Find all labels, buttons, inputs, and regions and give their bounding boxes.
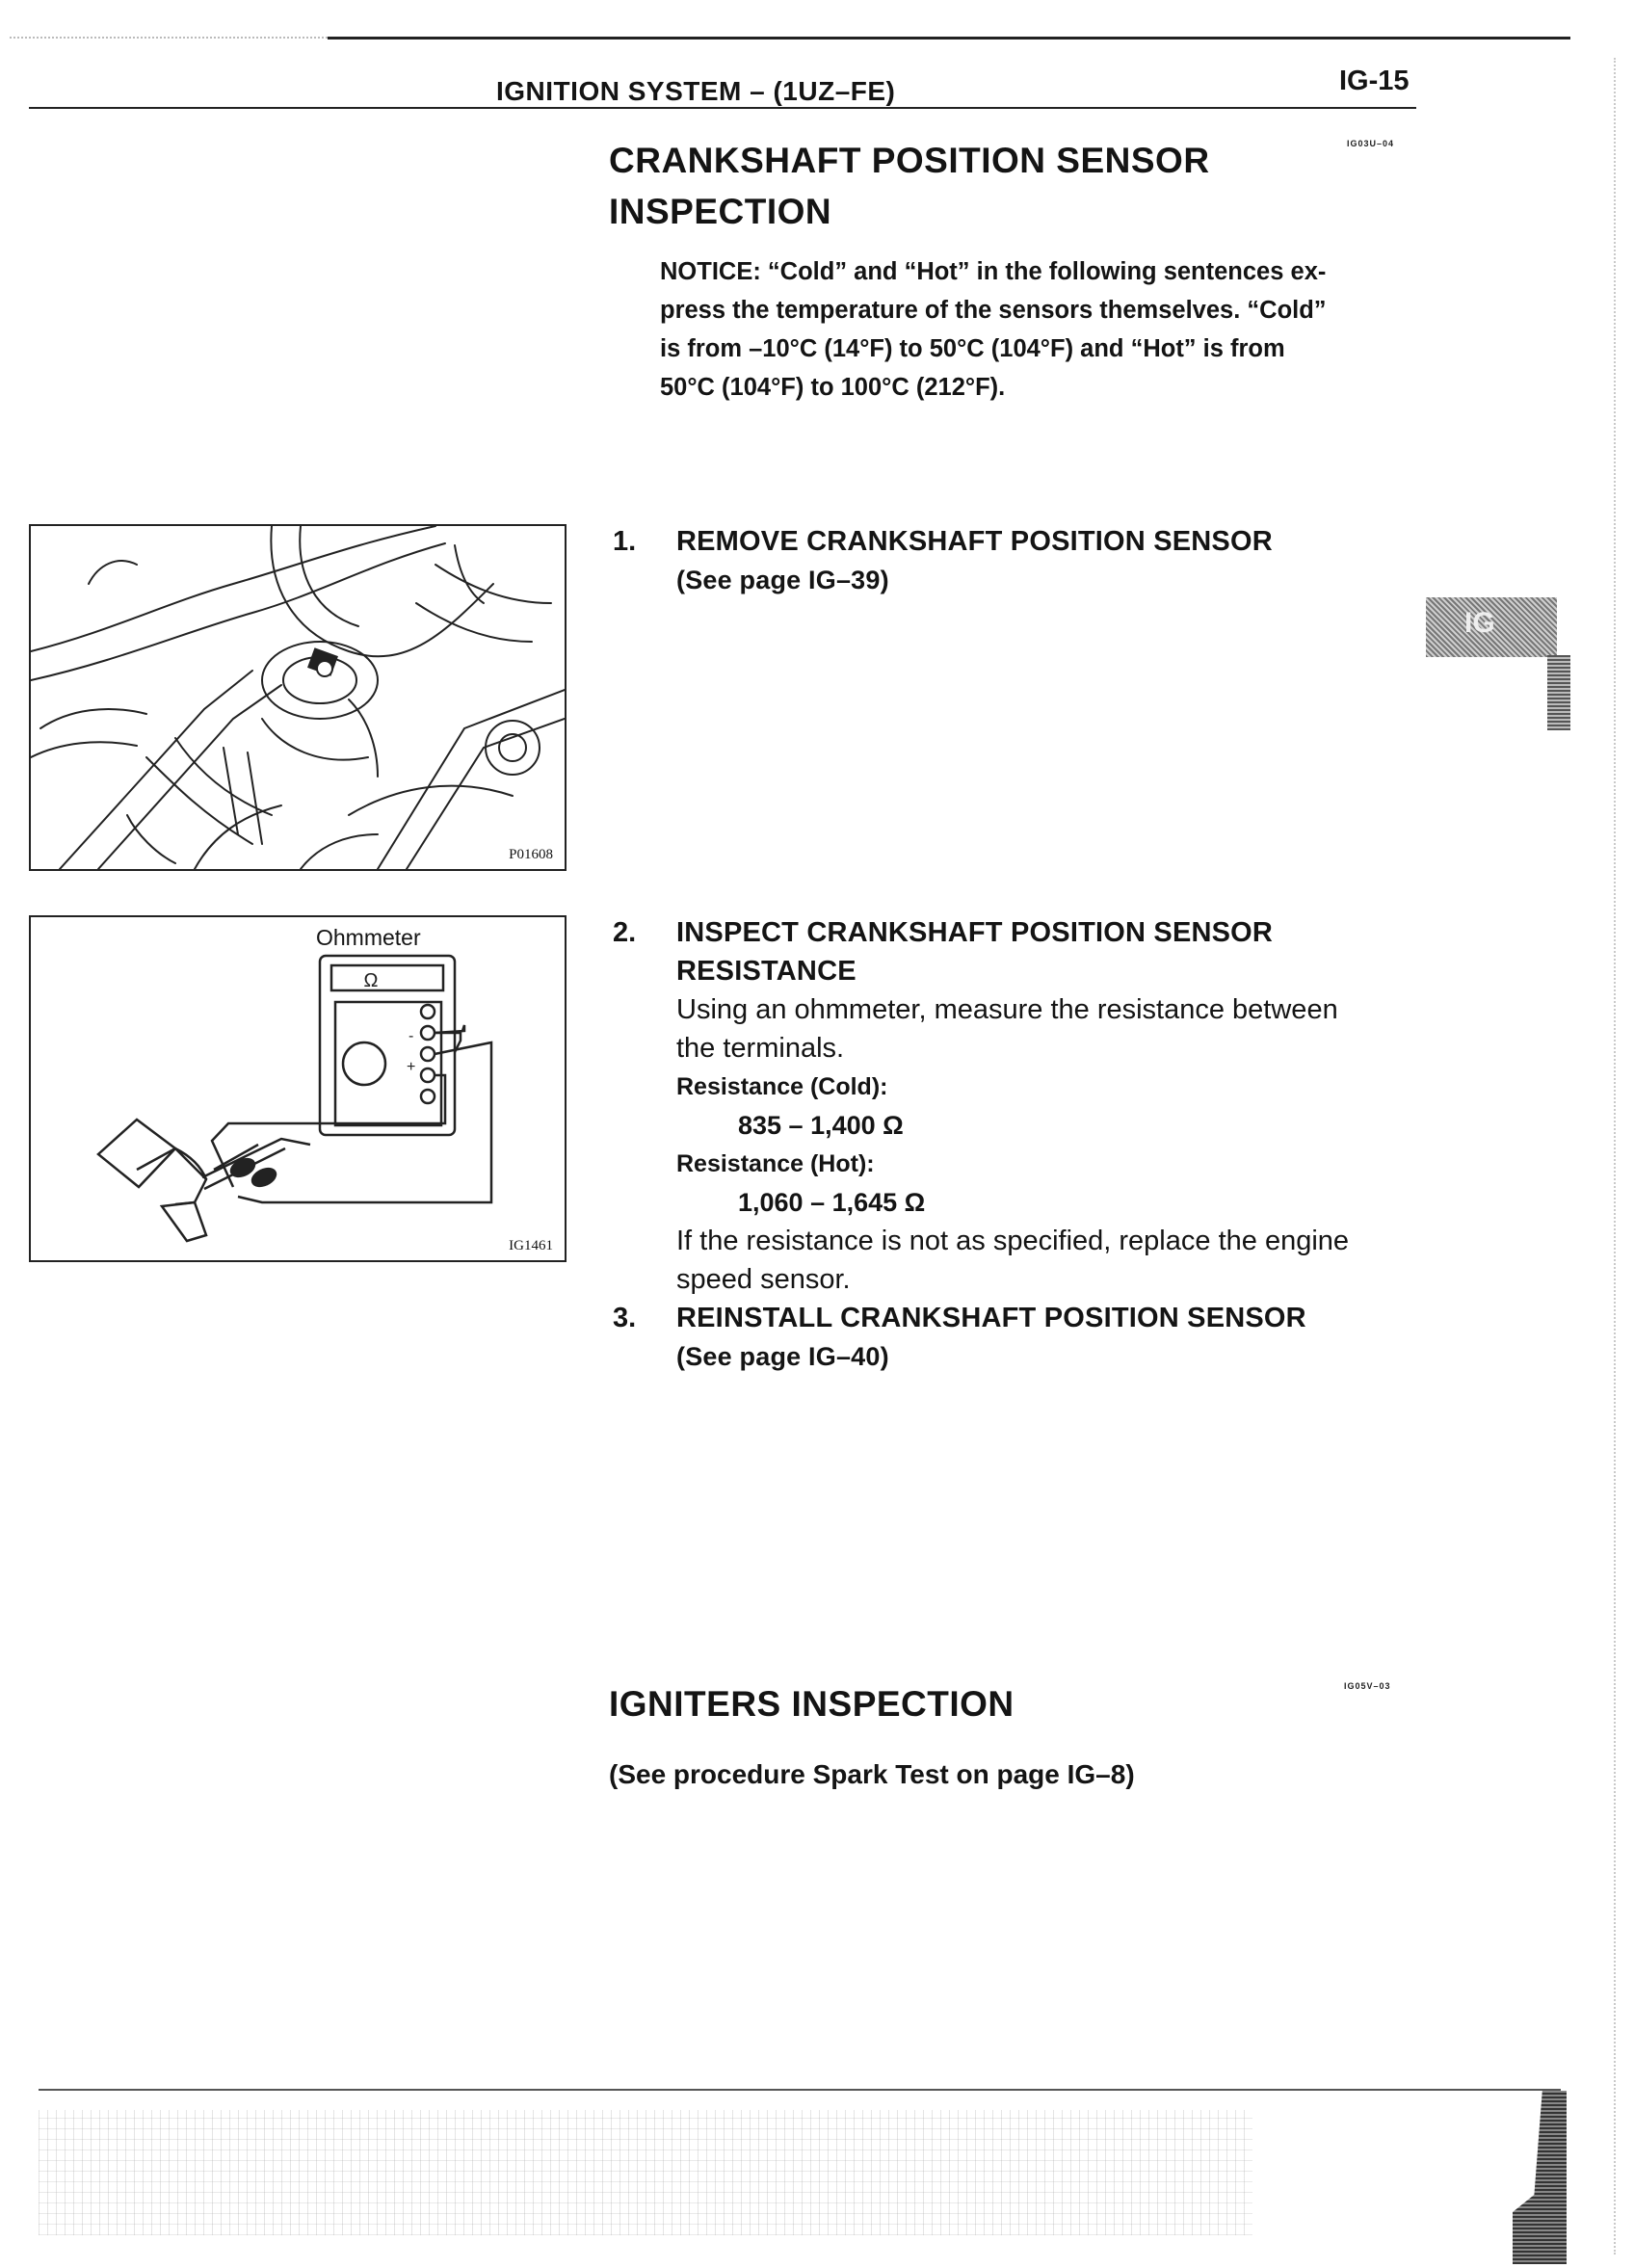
ohmmeter-label: Ohmmeter — [316, 925, 421, 950]
engine-bay-illustration — [30, 525, 566, 870]
right-dotted-edge — [1614, 58, 1616, 2255]
step-body-line: the terminals. — [676, 1033, 845, 1064]
step-content: INSPECT CRANKSHAFT POSITION SENSOR RESIS… — [676, 913, 1447, 1299]
svg-text:+: + — [407, 1059, 415, 1075]
spec-label-cold: Resistance (Cold): — [676, 1073, 888, 1100]
step-body-line: If the resistance is not as specified, r… — [676, 1226, 1350, 1256]
step-body-line: Using an ohmmeter, measure the resistanc… — [676, 994, 1338, 1025]
figure-ohmmeter-inspection: Ohmmeter Ω - — [29, 915, 567, 1262]
top-dotted-edge — [10, 37, 328, 39]
step-number: 1. — [613, 526, 637, 557]
crank-heading: CRANKSHAFT POSITION SENSOR INSPECTION — [609, 135, 1210, 237]
step-number: 2. — [613, 917, 637, 948]
header-rule — [29, 107, 1416, 109]
tab-marker — [1547, 655, 1570, 730]
page-number: IG-15 — [1339, 66, 1410, 96]
step-page-reference: (See page IG–40) — [676, 1342, 889, 1371]
ohmmeter-illustration: Ω - + — [96, 954, 493, 1243]
section-code: IG03U–04 — [1347, 139, 1395, 148]
igniters-heading: IGNITERS INSPECTION — [609, 1684, 1015, 1724]
igniters-reference: (See procedure Spark Test on page IG–8) — [609, 1759, 1135, 1789]
spec-label-hot: Resistance (Hot): — [676, 1150, 875, 1177]
spec-value-hot: 1,060 – 1,645 Ω — [738, 1188, 926, 1217]
step-title-line: RESISTANCE — [676, 956, 857, 987]
step-title-line: REMOVE CRANKSHAFT POSITION SENSOR — [676, 526, 1273, 557]
step-title-line: REINSTALL CRANKSHAFT POSITION SENSOR — [676, 1303, 1306, 1333]
figure-code: P01608 — [509, 847, 553, 862]
step-page-reference: (See page IG–39) — [676, 566, 889, 594]
bottom-rule — [39, 2089, 1561, 2091]
figure-code: IG1461 — [509, 1238, 553, 1253]
crank-heading-line1: CRANKSHAFT POSITION SENSOR — [609, 141, 1210, 180]
scan-speckle — [39, 2110, 1252, 2235]
crank-heading-line2: INSPECTION — [609, 192, 832, 231]
notice-line: NOTICE: “Cold” and “Hot” in the followin… — [660, 258, 1327, 285]
notice-line: is from –10°C (14°F) to 50°C (104°F) and… — [660, 335, 1285, 362]
section-code: IG05V–03 — [1344, 1681, 1391, 1691]
step-title: REMOVE CRANKSHAFT POSITION SENSOR (See p… — [676, 522, 1447, 599]
notice-paragraph: NOTICE: “Cold” and “Hot” in the followin… — [660, 252, 1431, 407]
notice-line: press the temperature of the sensors the… — [660, 297, 1327, 324]
section-thumb-tab — [1426, 597, 1557, 657]
section-title: IGNITION SYSTEM – (1UZ–FE) — [496, 76, 896, 106]
corner-page-mark — [1513, 2091, 1567, 2264]
step-number: 3. — [613, 1303, 637, 1333]
notice-line: 50°C (104°F) to 100°C (212°F). — [660, 374, 1006, 401]
step-body-line: speed sensor. — [676, 1264, 851, 1295]
top-rule — [328, 37, 1570, 40]
step-title-line: INSPECT CRANKSHAFT POSITION SENSOR — [676, 917, 1274, 948]
ohm-symbol-icon: Ω — [364, 970, 379, 991]
svg-text:-: - — [408, 1028, 413, 1044]
spec-value-cold: 835 – 1,400 Ω — [738, 1111, 904, 1140]
step-title: REINSTALL CRANKSHAFT POSITION SENSOR (Se… — [676, 1299, 1447, 1376]
section-thumb-tab-label: IG — [1464, 607, 1495, 639]
figure-engine-sensor-removal: P01608 — [29, 524, 567, 871]
